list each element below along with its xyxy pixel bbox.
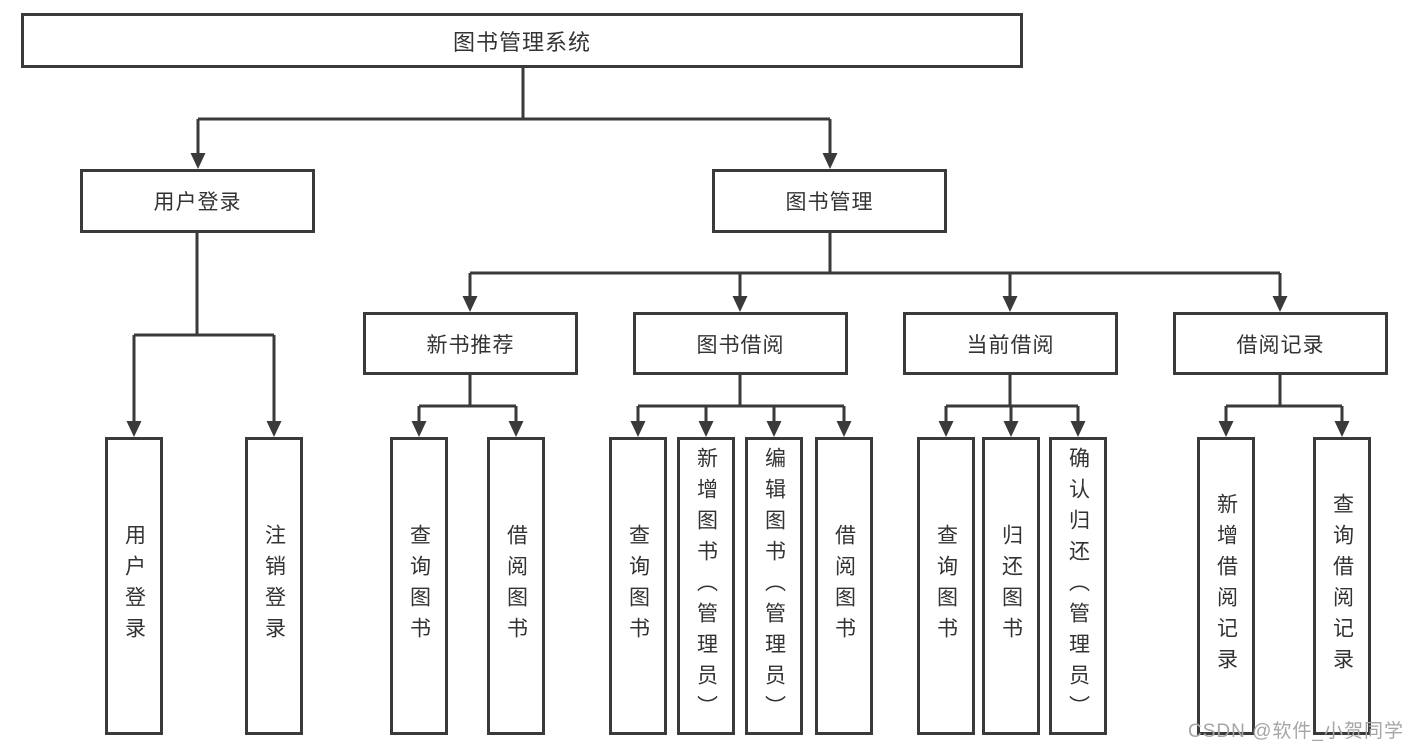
node-leaf-confirm-return-admin: 确认归还（管理员） — [1049, 437, 1107, 735]
node-leaf-borrow-book: 借阅图书 — [815, 437, 873, 735]
node-current-borrow: 当前借阅 — [903, 312, 1118, 375]
connector-book-borrow-group — [636, 375, 846, 423]
node-leaf-add-borrow-record-label: 新增借阅记录 — [1214, 493, 1238, 679]
node-leaf-query-books-recommend-label: 查询图书 — [407, 524, 431, 648]
node-leaf-query-books-recommend: 查询图书 — [390, 437, 448, 735]
node-new-book-recommend-label: 新书推荐 — [426, 333, 515, 357]
node-leaf-query-borrow-record-label: 查询借阅记录 — [1330, 493, 1354, 679]
node-borrow-records: 借阅记录 — [1173, 312, 1388, 375]
connector-root-to-level2 — [196, 68, 832, 155]
connector-current-borrow-group — [944, 375, 1080, 423]
node-book-management-branch-label: 图书管理 — [785, 191, 874, 214]
node-leaf-borrow-books-recommend: 借阅图书 — [487, 437, 545, 735]
node-leaf-query-books-current-label: 查询图书 — [934, 524, 958, 648]
arrowheads-new-books-leaves — [411, 421, 524, 437]
node-borrow-records-label: 借阅记录 — [1236, 333, 1325, 357]
node-library-system-label: 图书管理系统 — [452, 29, 591, 55]
arrowheads-book-borrow-leaves — [630, 421, 852, 437]
node-leaf-logout-label: 注销登录 — [262, 524, 286, 648]
arrowheads-borrow-records-leaves — [1218, 421, 1350, 437]
node-leaf-query-books-current: 查询图书 — [917, 437, 975, 735]
node-leaf-add-book-admin-label: 新增图书（管理员） — [694, 446, 718, 726]
arrowheads-current-borrow-leaves — [938, 421, 1086, 437]
node-leaf-edit-book-admin-label: 编辑图书（管理员） — [762, 446, 786, 726]
node-leaf-borrow-books-recommend-label: 借阅图书 — [504, 524, 528, 648]
arrowheads-level3 — [462, 296, 1288, 312]
node-book-borrow: 图书借阅 — [633, 312, 848, 375]
connector-book-mgmt-branch — [468, 233, 1282, 298]
node-leaf-add-book-admin: 新增图书（管理员） — [677, 437, 735, 735]
csdn-watermark: CSDN @软件_小贺同学 — [1188, 721, 1404, 742]
node-leaf-return-book: 归还图书 — [982, 437, 1040, 735]
node-leaf-logout: 注销登录 — [245, 437, 303, 735]
node-leaf-user-login: 用户登录 — [105, 437, 163, 735]
node-library-system-root: 图书管理系统 — [21, 13, 1023, 68]
node-leaf-query-books-borrow: 查询图书 — [609, 437, 667, 735]
node-leaf-edit-book-admin: 编辑图书（管理员） — [745, 437, 803, 735]
node-leaf-borrow-book-label: 借阅图书 — [832, 524, 856, 648]
node-leaf-user-login-label: 用户登录 — [122, 524, 146, 648]
node-user-login-branch: 用户登录 — [80, 169, 315, 233]
arrowheads-level2 — [190, 153, 838, 169]
node-leaf-query-borrow-record: 查询借阅记录 — [1313, 437, 1371, 735]
node-leaf-return-book-label: 归还图书 — [999, 524, 1023, 648]
connector-new-books-group — [417, 375, 518, 423]
node-book-management-branch: 图书管理 — [712, 169, 947, 233]
connector-borrow-records-group — [1224, 375, 1344, 423]
node-current-borrow-label: 当前借阅 — [966, 333, 1055, 357]
node-leaf-query-books-borrow-label: 查询图书 — [626, 524, 650, 648]
node-leaf-confirm-return-admin-label: 确认归还（管理员） — [1066, 446, 1090, 726]
node-new-book-recommend: 新书推荐 — [363, 312, 578, 375]
connector-user-login-branch — [132, 233, 276, 423]
node-book-borrow-label: 图书借阅 — [696, 333, 785, 357]
node-leaf-add-borrow-record: 新增借阅记录 — [1197, 437, 1255, 735]
arrowheads-user-login-leaves — [126, 421, 282, 437]
node-user-login-branch-label: 用户登录 — [153, 191, 242, 214]
